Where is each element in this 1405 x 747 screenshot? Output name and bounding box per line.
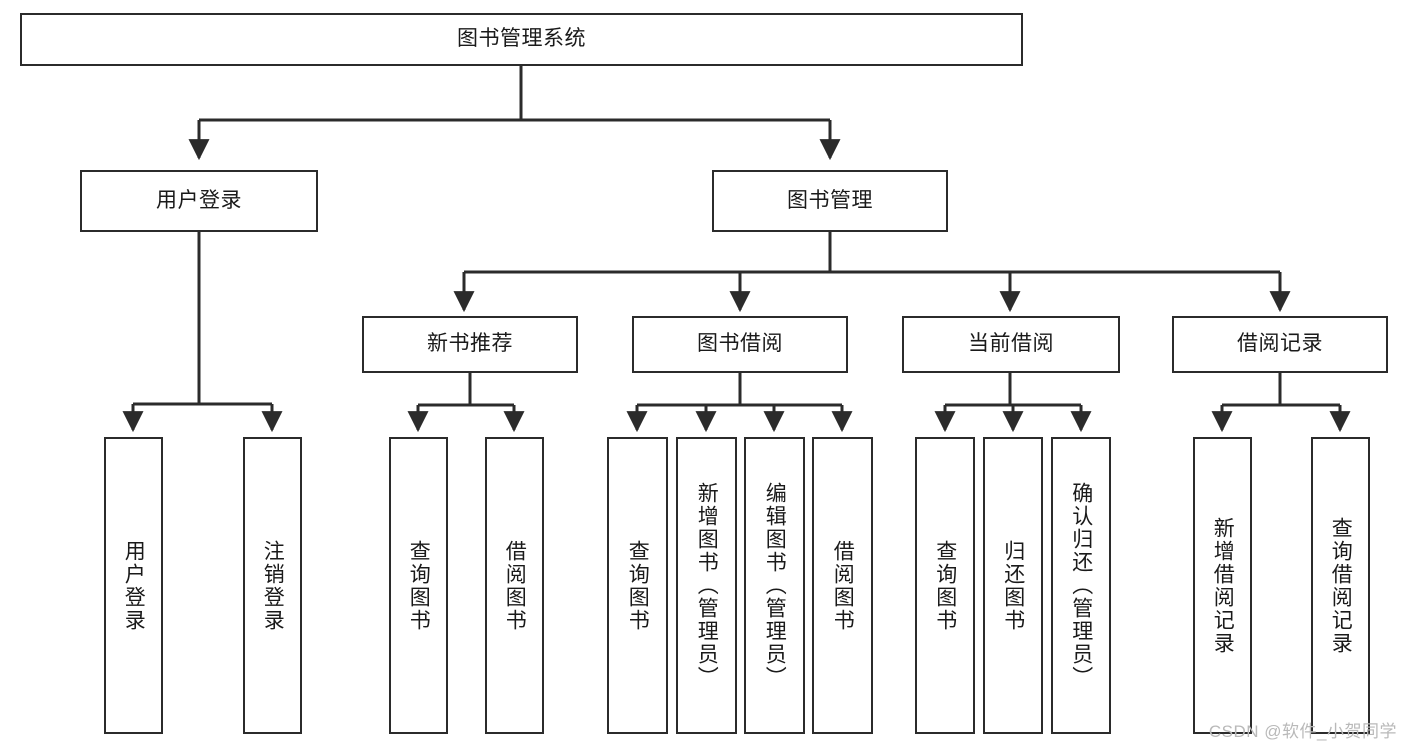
node-label: 注销登录 xyxy=(261,539,285,632)
node-new-book-recommend[interactable]: 新书推荐 xyxy=(362,316,578,373)
leaf-borrow-add-book-admin[interactable]: 新增图书（管理员） xyxy=(676,437,737,734)
leaf-recommend-borrow-book[interactable]: 借阅图书 xyxy=(485,437,544,734)
leaf-recommend-query-book[interactable]: 查询图书 xyxy=(389,437,448,734)
node-book-management[interactable]: 图书管理 xyxy=(712,170,948,232)
csdn-watermark: CSDN @软件_小贺同学 xyxy=(1208,722,1397,741)
node-label: 归还图书 xyxy=(1001,539,1025,632)
node-root-system[interactable]: 图书管理系统 xyxy=(20,13,1023,66)
node-label: 借阅图书 xyxy=(503,539,527,632)
node-label: 当前借阅 xyxy=(968,332,1054,356)
node-current-borrow[interactable]: 当前借阅 xyxy=(902,316,1120,373)
leaf-borrow-edit-book-admin[interactable]: 编辑图书（管理员） xyxy=(744,437,805,734)
leaf-record-add-record[interactable]: 新增借阅记录 xyxy=(1193,437,1252,734)
node-label: 用户登录 xyxy=(156,188,242,212)
leaf-borrow-borrow-book[interactable]: 借阅图书 xyxy=(812,437,873,734)
node-book-borrow[interactable]: 图书借阅 xyxy=(632,316,848,373)
node-borrow-record[interactable]: 借阅记录 xyxy=(1172,316,1388,373)
node-label: 用户登录 xyxy=(122,539,146,632)
leaf-current-confirm-return-admin[interactable]: 确认归还（管理员） xyxy=(1051,437,1111,734)
node-label: 借阅图书 xyxy=(831,539,855,632)
node-user-login[interactable]: 用户登录 xyxy=(80,170,318,232)
node-label: 图书管理系统 xyxy=(457,27,586,51)
node-label: 查询借阅记录 xyxy=(1329,516,1353,655)
leaf-borrow-query-book[interactable]: 查询图书 xyxy=(607,437,668,734)
node-label: 查询图书 xyxy=(407,539,431,632)
node-label: 新书推荐 xyxy=(427,332,513,356)
node-label: 确认归还（管理员） xyxy=(1069,482,1093,689)
leaf-user-logout[interactable]: 注销登录 xyxy=(243,437,302,734)
node-label: 图书管理 xyxy=(787,188,873,212)
node-label: 查询图书 xyxy=(933,539,957,632)
node-label: 新增借阅记录 xyxy=(1211,516,1235,655)
node-label: 借阅记录 xyxy=(1237,332,1323,356)
leaf-current-query-book[interactable]: 查询图书 xyxy=(915,437,975,734)
leaf-current-return-book[interactable]: 归还图书 xyxy=(983,437,1043,734)
node-label: 查询图书 xyxy=(626,539,650,632)
node-label: 图书借阅 xyxy=(697,332,783,356)
node-label: 新增图书（管理员） xyxy=(695,482,719,689)
leaf-user-login[interactable]: 用户登录 xyxy=(104,437,163,734)
leaf-record-query-record[interactable]: 查询借阅记录 xyxy=(1311,437,1370,734)
node-label: 编辑图书（管理员） xyxy=(763,482,787,689)
